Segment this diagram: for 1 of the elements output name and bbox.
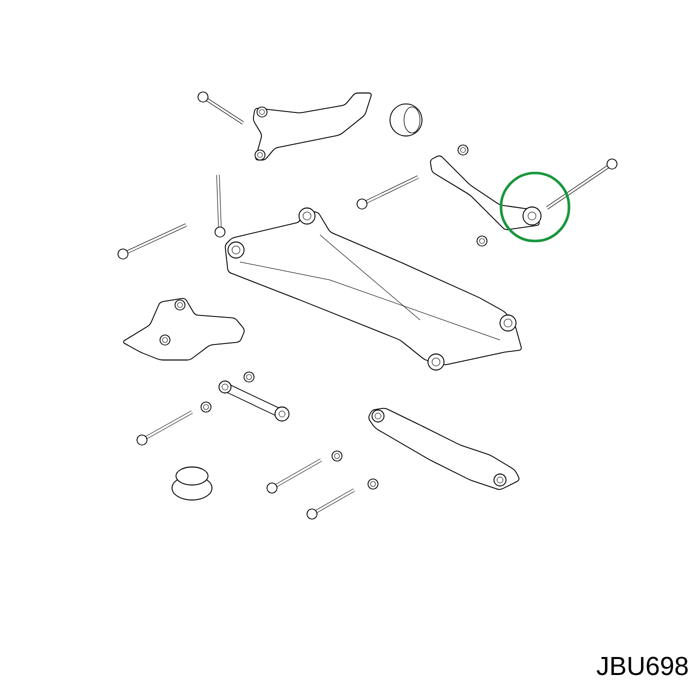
part-number: JBU698 <box>596 656 688 676</box>
